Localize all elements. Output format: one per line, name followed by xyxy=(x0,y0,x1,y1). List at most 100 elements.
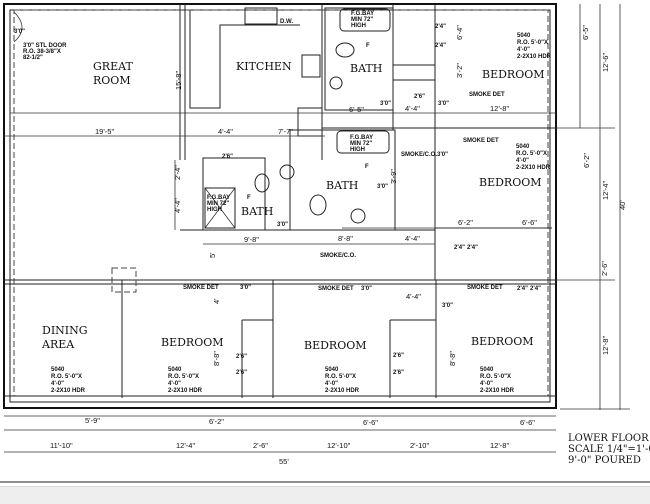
svg-text:2'-10": 2'-10" xyxy=(410,441,429,450)
svg-text:3'0": 3'0" xyxy=(14,29,25,35)
svg-text:2'6": 2'6" xyxy=(393,353,404,359)
svg-text:R.O. 5'-0"X: R.O. 5'-0"X xyxy=(51,374,82,380)
svg-text:6'-2": 6'-2" xyxy=(582,153,591,168)
svg-text:8'-8": 8'-8" xyxy=(338,234,353,243)
svg-text:4'-0": 4'-0" xyxy=(516,158,529,164)
svg-text:4'-0": 4'-0" xyxy=(168,381,181,387)
svg-text:R.O. 5'-0"X: R.O. 5'-0"X xyxy=(168,374,199,380)
svg-text:4'-4": 4'-4" xyxy=(405,104,420,113)
room-kitchen: KITCHEN xyxy=(236,60,292,73)
tub-note: MIN 72" xyxy=(207,201,229,207)
door-labels: 3'0" 2'6" 3'0" 3'0" 2'6" 3'0" 2'4" 2'4" … xyxy=(13,11,541,376)
room-bedroom-e: BEDROOM xyxy=(479,176,542,189)
title-block: LOWER FLOOR PLAN SCALE 1/4"=1'-0" 9'-0" … xyxy=(568,433,650,466)
smoke-detector: SMOKE DET xyxy=(467,285,503,291)
tub-note: F.G.BAY xyxy=(351,11,374,17)
svg-text:12'-8": 12'-8" xyxy=(490,441,509,450)
svg-text:2'6": 2'6" xyxy=(222,154,233,160)
tub-note: MIN 72" xyxy=(350,141,372,147)
svg-text:2'-4": 2'-4" xyxy=(173,165,182,180)
svg-text:2-2X10 HDR: 2-2X10 HDR xyxy=(517,54,552,60)
svg-text:11'-10": 11'-10" xyxy=(50,441,73,450)
svg-text:12'-4": 12'-4" xyxy=(601,181,610,200)
svg-text:4'-0": 4'-0" xyxy=(51,381,64,387)
svg-text:2'6": 2'6" xyxy=(393,370,404,376)
f-mark: F xyxy=(247,195,251,201)
bottom-strip xyxy=(0,486,650,504)
svg-text:4'-4": 4'-4" xyxy=(405,234,420,243)
room-great-room: GREAT xyxy=(93,60,133,73)
svg-text:2-2X10 HDR: 2-2X10 HDR xyxy=(325,388,360,394)
notes: 3'0" STL DOOR R.O. 38-3/8"X 82-1/2" D.W.… xyxy=(23,11,552,394)
svg-text:2'-6": 2'-6" xyxy=(253,441,268,450)
svg-text:2'4": 2'4" xyxy=(467,245,478,251)
svg-text:4'-0": 4'-0" xyxy=(517,47,530,53)
svg-text:2'4": 2'4" xyxy=(517,286,528,292)
room-bedroom-ne: BEDROOM xyxy=(482,68,545,81)
svg-text:4'-4": 4'-4" xyxy=(218,127,233,136)
f-mark: F xyxy=(365,164,369,170)
svg-text:12'-6": 12'-6" xyxy=(601,53,610,72)
smoke-detector: SMOKE DET xyxy=(183,285,219,291)
range-icon xyxy=(301,54,321,78)
room-bedroom-se: BEDROOM xyxy=(471,335,534,348)
svg-text:6'-5": 6'-5" xyxy=(349,105,364,114)
tub-note: HIGH xyxy=(351,23,366,29)
svg-text:5040: 5040 xyxy=(480,367,494,373)
room-labels: GREAT ROOM KITCHEN BATH BATH BATH BEDROO… xyxy=(41,60,545,352)
dimension-labels: 19'-5" 4'-4" 7'-7" 15'-8" 2'-4" 4'-4" 9'… xyxy=(50,25,627,466)
plan-scale: SCALE 1/4"=1'-0" xyxy=(568,444,650,455)
room-great-room-2: ROOM xyxy=(93,74,131,87)
svg-text:2'6": 2'6" xyxy=(236,370,247,376)
svg-text:4'-4": 4'-4" xyxy=(173,198,182,213)
svg-text:6'-6": 6'-6" xyxy=(520,418,535,427)
tub-icon xyxy=(339,8,391,32)
door-swing-icon xyxy=(13,11,23,43)
room-bath-left: BATH xyxy=(241,205,273,218)
room-dining: DINING xyxy=(42,324,88,337)
room-bedroom-s: BEDROOM xyxy=(304,339,367,352)
dimension-lines xyxy=(0,4,650,483)
smoke-co-detector: SMOKE/C.O. xyxy=(401,152,437,158)
svg-text:3'0": 3'0" xyxy=(361,286,372,292)
room-bedroom-sw: BEDROOM xyxy=(161,336,224,349)
svg-text:5040: 5040 xyxy=(168,367,182,373)
svg-text:4'-0": 4'-0" xyxy=(325,381,338,387)
svg-text:3'0": 3'0" xyxy=(380,101,391,107)
svg-text:4': 4' xyxy=(212,298,221,304)
smoke-detector: SMOKE DET xyxy=(469,92,505,98)
svg-text:3'0": 3'0" xyxy=(437,152,448,158)
toilet-icon xyxy=(335,42,355,58)
entry-door-note: 82-1/2" xyxy=(23,55,43,61)
svg-text:R.O. 5'-0"X: R.O. 5'-0"X xyxy=(325,374,356,380)
svg-text:2'6": 2'6" xyxy=(236,354,247,360)
svg-text:2-2X10 HDR: 2-2X10 HDR xyxy=(168,388,203,394)
svg-text:3'0": 3'0" xyxy=(442,303,453,309)
svg-text:4'-4": 4'-4" xyxy=(406,292,421,301)
svg-text:2'4": 2'4" xyxy=(530,286,541,292)
room-dining-2: AREA xyxy=(41,338,75,351)
smoke-detector: SMOKE DET xyxy=(463,138,499,144)
svg-text:3'-9": 3'-9" xyxy=(389,169,398,184)
plan-note: 9'-0" POURED xyxy=(568,455,641,466)
svg-text:3'0": 3'0" xyxy=(438,101,449,107)
svg-text:5040: 5040 xyxy=(516,144,530,150)
smoke-co-detector: SMOKE/C.O. xyxy=(320,253,356,259)
svg-text:R.O. 5'-0"X: R.O. 5'-0"X xyxy=(480,374,511,380)
svg-text:8'-8": 8'-8" xyxy=(212,351,221,366)
svg-text:8'-8": 8'-8" xyxy=(448,351,457,366)
sink-icon xyxy=(329,76,343,90)
svg-text:6'-5": 6'-5" xyxy=(581,25,590,40)
svg-text:15'-8": 15'-8" xyxy=(174,71,183,90)
svg-text:3'-2": 3'-2" xyxy=(455,63,464,78)
svg-text:5040: 5040 xyxy=(51,367,65,373)
svg-text:12'-10": 12'-10" xyxy=(327,441,351,450)
svg-text:3'0": 3'0" xyxy=(377,184,388,190)
room-bath-top: BATH xyxy=(350,62,382,75)
tub-note: F.G.BAY xyxy=(207,195,230,201)
smoke-detector: SMOKE DET xyxy=(318,286,354,292)
